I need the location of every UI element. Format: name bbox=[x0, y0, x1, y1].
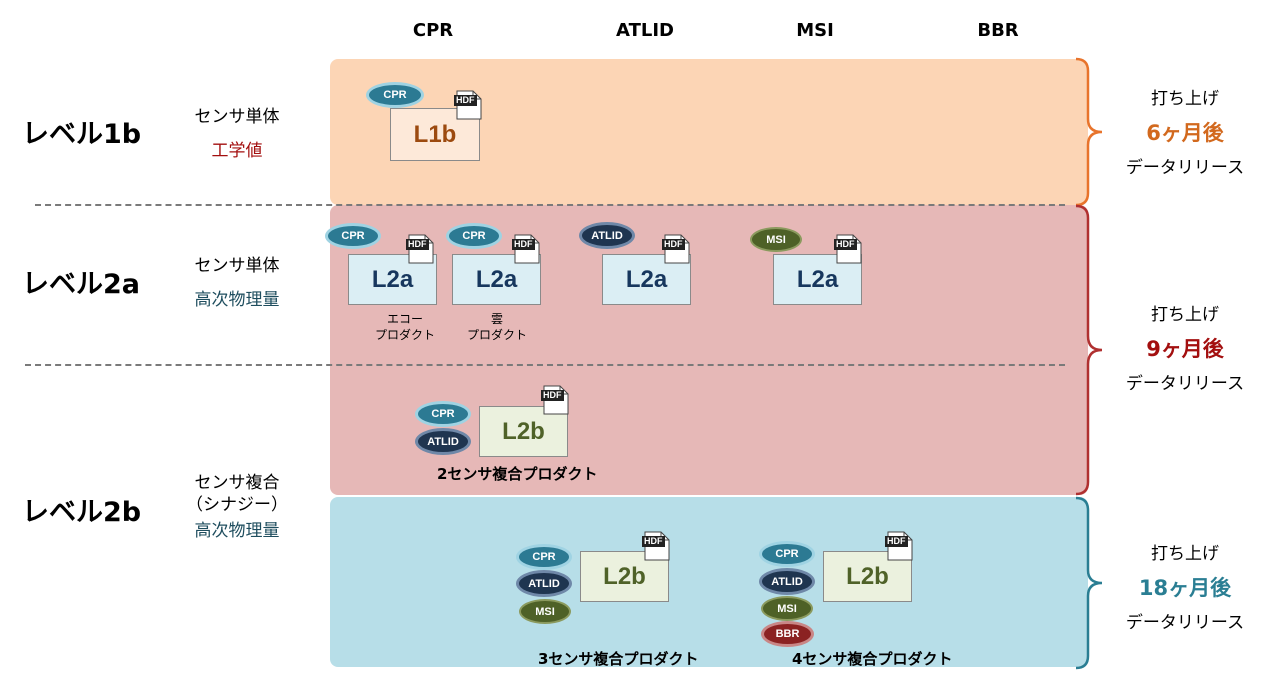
level-desc-2b-line1b: （シナジー） bbox=[186, 495, 288, 516]
hdf-file-icon: HDF bbox=[512, 234, 540, 264]
level-desc-2b-line1: センサ複合 bbox=[194, 473, 280, 493]
hdf-file-icon: HDF bbox=[454, 90, 482, 120]
level-title-2a: レベル2a bbox=[22, 269, 141, 300]
instrument-cpr-badge: CPR bbox=[415, 401, 471, 427]
instrument-atlid-badge: ATLID bbox=[516, 570, 572, 597]
combo-label-2sensor: 2センサ複合プロダクト bbox=[437, 465, 598, 483]
release-2a-line1: 打ち上げ bbox=[1151, 305, 1219, 325]
l2a-cloud-sublabel: 雲 プロダクト bbox=[462, 311, 532, 343]
release-info-2a: 打ち上げ 9ヶ月後 データリリース bbox=[1110, 300, 1260, 394]
l2a-echo-sublabel: エコー プロダクト bbox=[370, 311, 440, 343]
instrument-msi-badge: MSI bbox=[519, 599, 571, 624]
release-2a-months: 9ヶ月後 bbox=[1146, 337, 1224, 361]
instrument-cpr-badge: CPR bbox=[446, 223, 502, 249]
l2a-cloud-sublabel-line2: プロダクト bbox=[466, 328, 527, 343]
hdf-file-icon: HDF bbox=[662, 234, 690, 264]
band-level-2b-multi bbox=[330, 497, 1088, 667]
combo-label-3sensor: 3センサ複合プロダクト bbox=[538, 650, 699, 668]
column-header-msi: MSI bbox=[796, 20, 834, 41]
hdf-file-icon: HDF bbox=[885, 531, 913, 561]
level-title-2b: レベル2b bbox=[22, 497, 142, 528]
release-2b-months: 18ヶ月後 bbox=[1138, 576, 1232, 600]
separator-1b-2a bbox=[35, 204, 1065, 206]
hdf-label: HDF bbox=[541, 390, 564, 401]
instrument-bbr-badge: BBR bbox=[761, 621, 814, 647]
level-desc-2b-line2: 高次物理量 bbox=[194, 521, 280, 542]
level-desc-2b: センサ複合 （シナジー） 高次物理量 bbox=[177, 472, 297, 542]
hdf-label: HDF bbox=[662, 239, 685, 250]
release-info-2b: 打ち上げ 18ヶ月後 データリリース bbox=[1110, 539, 1260, 633]
level-desc-2a: センサ単体 高次物理量 bbox=[177, 255, 297, 311]
release-info-1b: 打ち上げ 6ヶ月後 データリリース bbox=[1110, 84, 1260, 178]
release-1b-line1: 打ち上げ bbox=[1151, 89, 1219, 109]
release-1b-months: 6ヶ月後 bbox=[1146, 121, 1224, 145]
level-desc-1b-line2: 工学値 bbox=[211, 141, 263, 162]
instrument-msi-badge: MSI bbox=[761, 596, 813, 621]
instrument-cpr-badge: CPR bbox=[759, 541, 815, 567]
release-2b-line3: データリリース bbox=[1125, 613, 1245, 633]
column-header-bbr: BBR bbox=[977, 20, 1019, 41]
instrument-atlid-badge: ATLID bbox=[759, 568, 815, 595]
instrument-atlid-badge: ATLID bbox=[579, 222, 635, 249]
column-header-atlid: ATLID bbox=[616, 20, 674, 41]
separator-2a-2b bbox=[25, 364, 1065, 366]
product-l1b: L1b bbox=[390, 108, 480, 161]
column-header-cpr: CPR bbox=[412, 20, 454, 41]
instrument-cpr-badge: CPR bbox=[325, 223, 381, 249]
level-desc-1b-line1: センサ単体 bbox=[194, 107, 280, 127]
hdf-file-icon: HDF bbox=[406, 234, 434, 264]
l2a-echo-sublabel-line2: プロダクト bbox=[374, 328, 435, 343]
combo-label-4sensor: 4センサ複合プロダクト bbox=[792, 650, 953, 668]
instrument-msi-badge: MSI bbox=[750, 227, 802, 252]
hdf-label: HDF bbox=[642, 536, 665, 547]
hdf-file-icon: HDF bbox=[834, 234, 862, 264]
hdf-file-icon: HDF bbox=[541, 385, 569, 415]
level-title-1b: レベル1b bbox=[22, 119, 142, 150]
release-1b-line3: データリリース bbox=[1125, 158, 1245, 178]
l2a-cloud-sublabel-line1: 雲 bbox=[490, 312, 503, 326]
release-2b-line1: 打ち上げ bbox=[1151, 544, 1219, 564]
hdf-label: HDF bbox=[885, 536, 908, 547]
level-desc-1b: センサ単体 工学値 bbox=[177, 106, 297, 162]
level-desc-2a-line2: 高次物理量 bbox=[194, 290, 280, 311]
hdf-label: HDF bbox=[454, 95, 477, 106]
brace-level-1b bbox=[1075, 57, 1103, 207]
instrument-atlid-badge: ATLID bbox=[415, 428, 471, 455]
instrument-cpr-badge: CPR bbox=[516, 544, 572, 570]
l2a-echo-sublabel-line1: エコー bbox=[386, 312, 423, 326]
instrument-cpr-badge: CPR bbox=[366, 82, 424, 108]
hdf-label: HDF bbox=[406, 239, 429, 250]
release-2a-line3: データリリース bbox=[1125, 374, 1245, 394]
level-desc-2a-line1: センサ単体 bbox=[194, 256, 280, 276]
hdf-label: HDF bbox=[512, 239, 535, 250]
hdf-file-icon: HDF bbox=[642, 531, 670, 561]
brace-level-2a-2b bbox=[1075, 204, 1103, 496]
brace-level-2b-multi bbox=[1075, 496, 1103, 670]
hdf-label: HDF bbox=[834, 239, 857, 250]
